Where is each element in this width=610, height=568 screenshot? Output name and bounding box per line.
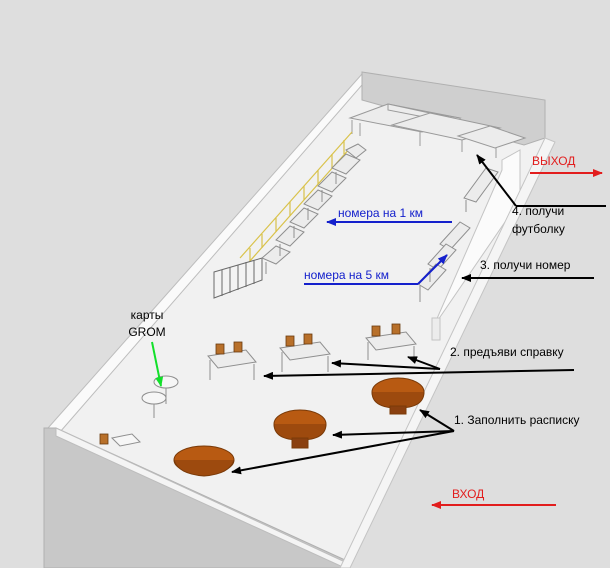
step4-label-line2: футболку [512, 222, 565, 236]
hall-floor [48, 74, 545, 565]
arrows-black [231, 154, 606, 475]
maps-label-line1: карты [130, 308, 164, 322]
arrows-red [431, 169, 603, 509]
numbers-5km-label: номера на 5 км [304, 268, 390, 282]
tables-1km [261, 143, 367, 274]
entrance-label: ВХОД [452, 487, 485, 501]
arrow-5km-b [417, 254, 448, 285]
step4-label-line1: 4. получи [512, 204, 565, 218]
arrow-step1-a [231, 430, 455, 475]
arrow-step1-c [419, 409, 455, 432]
arrows-blue [304, 218, 452, 285]
round-tables [173, 377, 425, 477]
exit-label: ВЫХОД [532, 154, 576, 168]
numbers-1km-label: номера на 1 км [338, 206, 424, 220]
step3-label: 3. получи номер [480, 258, 571, 272]
step1-label: 1. Заполнить расписку [454, 413, 580, 427]
arrow-step1-b [332, 430, 455, 439]
arrow-step2-b [331, 359, 441, 370]
back-wall [361, 71, 546, 146]
back-tables [348, 103, 527, 158]
maps-label-line2: GROM [128, 325, 166, 339]
step2-label: 2. предъяви справку [450, 345, 564, 359]
maps-arrow [151, 341, 164, 387]
arrow-step2-main [263, 369, 575, 380]
arrow-step2-c [407, 356, 441, 370]
arrow-step4-b [476, 154, 517, 207]
tables-check [99, 323, 417, 445]
grey-railing [213, 257, 263, 299]
